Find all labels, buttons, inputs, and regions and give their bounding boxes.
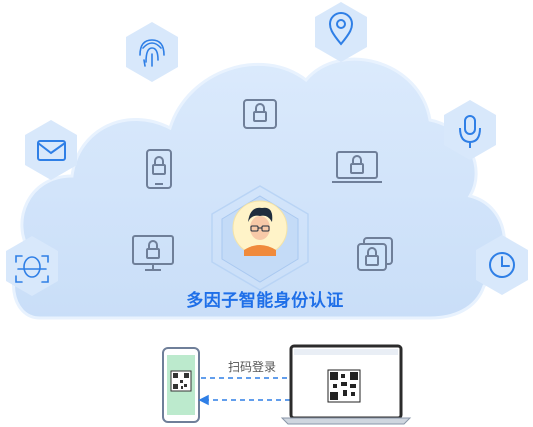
outer-hex: [211, 185, 309, 291]
face-recognition-icon: [6, 236, 58, 296]
multi-window-lock-icon: [357, 237, 393, 271]
qr-code-small: [170, 370, 192, 392]
center-hex-group: [211, 185, 309, 291]
email-icon: [25, 120, 77, 180]
tablet-lock-icon: [243, 99, 277, 129]
clock-icon: [476, 235, 528, 295]
laptop-lock-icon: [332, 151, 382, 183]
qr-code-large: [327, 369, 361, 403]
phone-lock-icon: [146, 149, 172, 189]
microphone-icon: [444, 100, 496, 160]
page-title: 多因子智能身份认证: [186, 291, 344, 311]
laptop-device: [280, 344, 412, 425]
monitor-lock-icon: [132, 235, 174, 271]
avatar: [232, 200, 288, 256]
fingerprint-icon: [126, 22, 178, 82]
scan-login-label: 扫码登录: [227, 360, 276, 374]
phone-device: [162, 347, 200, 423]
location-pin-icon: [315, 2, 367, 62]
